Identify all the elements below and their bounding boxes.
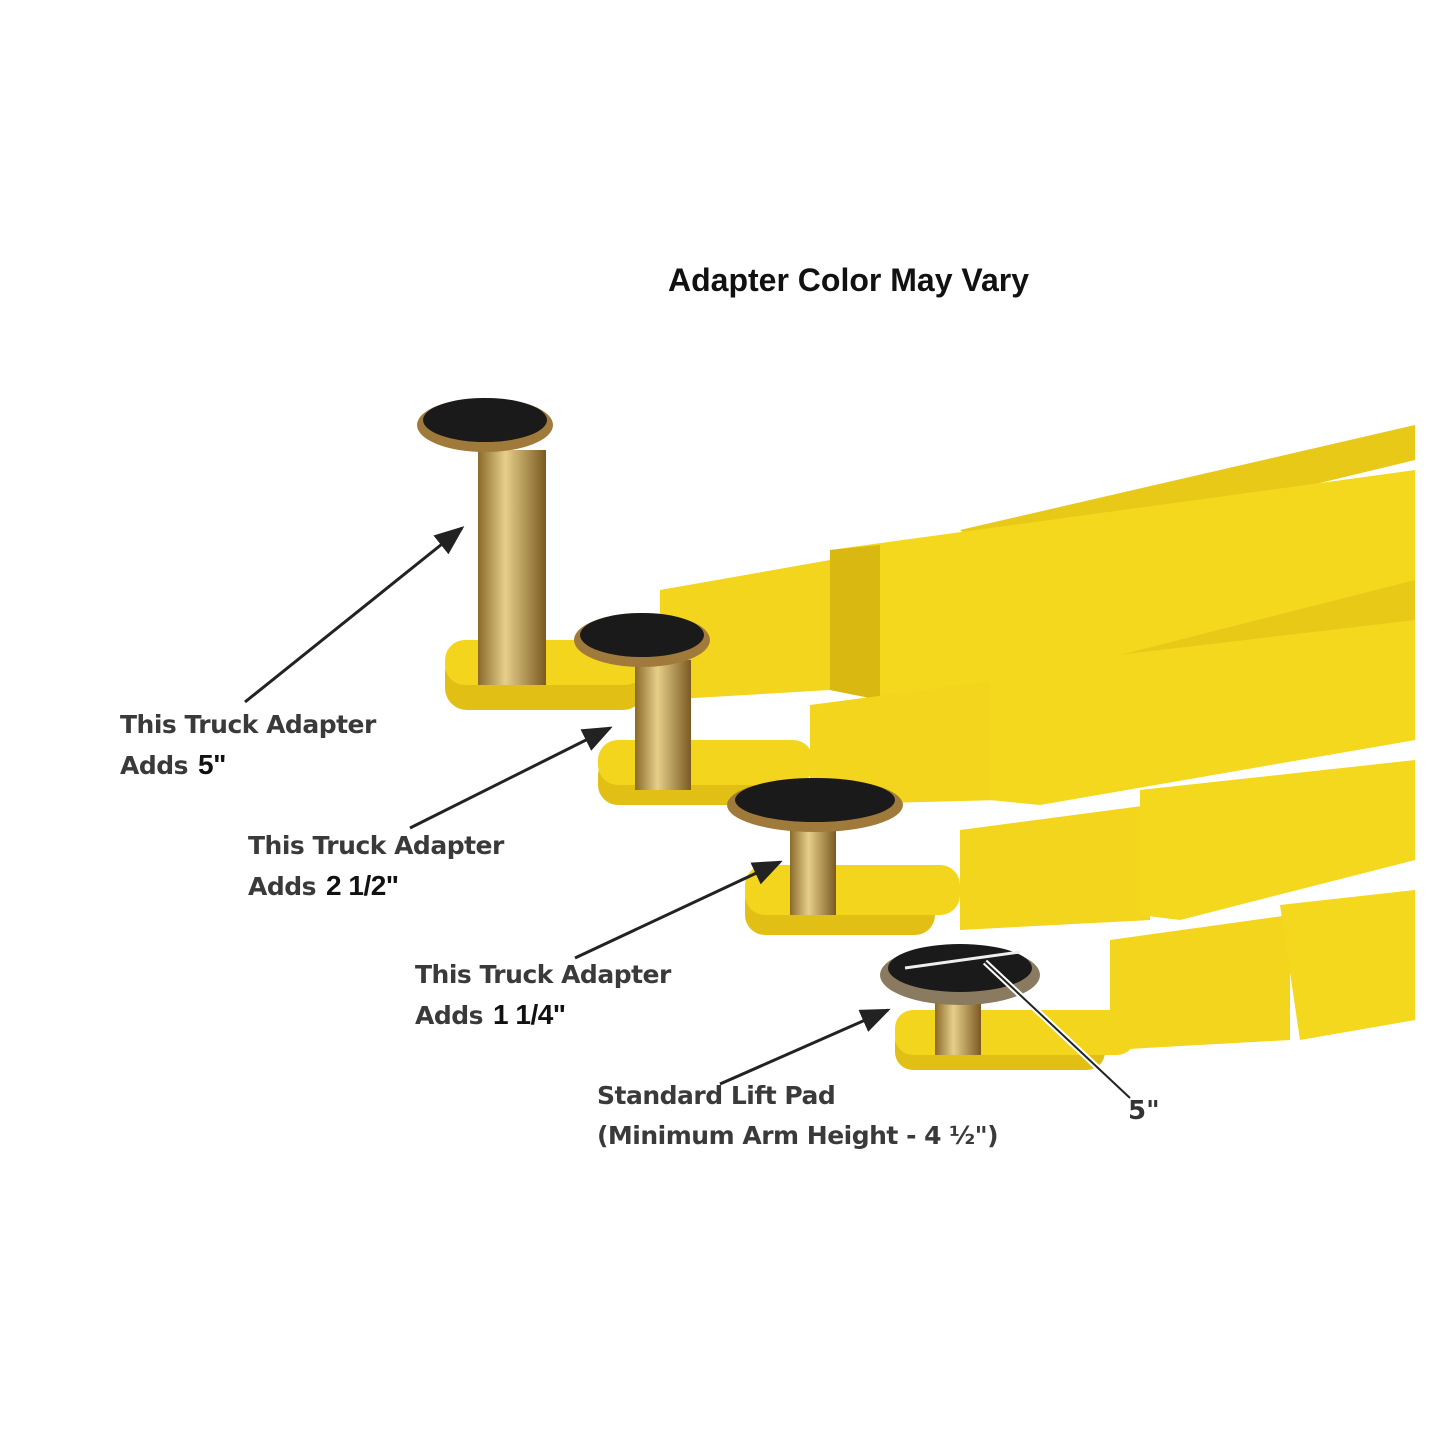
diameter-double-arrow-icon — [904, 950, 1021, 970]
lift-arm-2 — [574, 580, 1415, 805]
callout-line1: This Truck Adapter — [120, 710, 376, 739]
lift-arm-1 — [417, 398, 1415, 710]
rubber-pad-icon — [580, 613, 704, 657]
callout-2-5in: This Truck Adapter Adds 2 1/2" — [248, 826, 504, 907]
adapter-2-5in-pillar — [635, 660, 691, 790]
callout-value: 5" — [198, 749, 226, 780]
callout-arrow-5in — [244, 526, 465, 704]
callout-line1: This Truck Adapter — [415, 960, 671, 989]
callout-arrow-2-5in — [409, 726, 613, 830]
pad-diameter-label: 5" — [1128, 1096, 1160, 1126]
callout-1-25in: This Truck Adapter Adds 1 1/4" — [415, 955, 671, 1036]
lift-arm-4 — [880, 890, 1415, 1070]
adapter-1-25in-pillar — [790, 820, 836, 915]
standard-pad-min-height: (Minimum Arm Height - 4 ½") — [597, 1121, 999, 1150]
callout-prefix: Adds — [248, 872, 317, 901]
lift-arm-3 — [727, 760, 1415, 935]
callout-prefix: Adds — [120, 751, 189, 780]
rubber-pad-icon — [735, 778, 895, 822]
rubber-pad-icon — [423, 398, 547, 442]
callout-arrow-1-25in — [574, 860, 783, 960]
callout-standard-pad: Standard Lift Pad (Minimum Arm Height - … — [597, 1076, 999, 1156]
callout-5in: This Truck Adapter Adds 5" — [120, 705, 376, 786]
callout-prefix: Adds — [415, 1001, 484, 1030]
page-title: Adapter Color May Vary — [668, 262, 1029, 298]
standard-pad-title: Standard Lift Pad — [597, 1081, 836, 1110]
callout-value: 2 1/2" — [326, 870, 399, 901]
callout-arrow-standard-pad — [719, 1008, 891, 1086]
callout-line1: This Truck Adapter — [248, 831, 504, 860]
adapter-5in-pillar — [478, 450, 546, 685]
callout-value: 1 1/4" — [493, 999, 566, 1030]
